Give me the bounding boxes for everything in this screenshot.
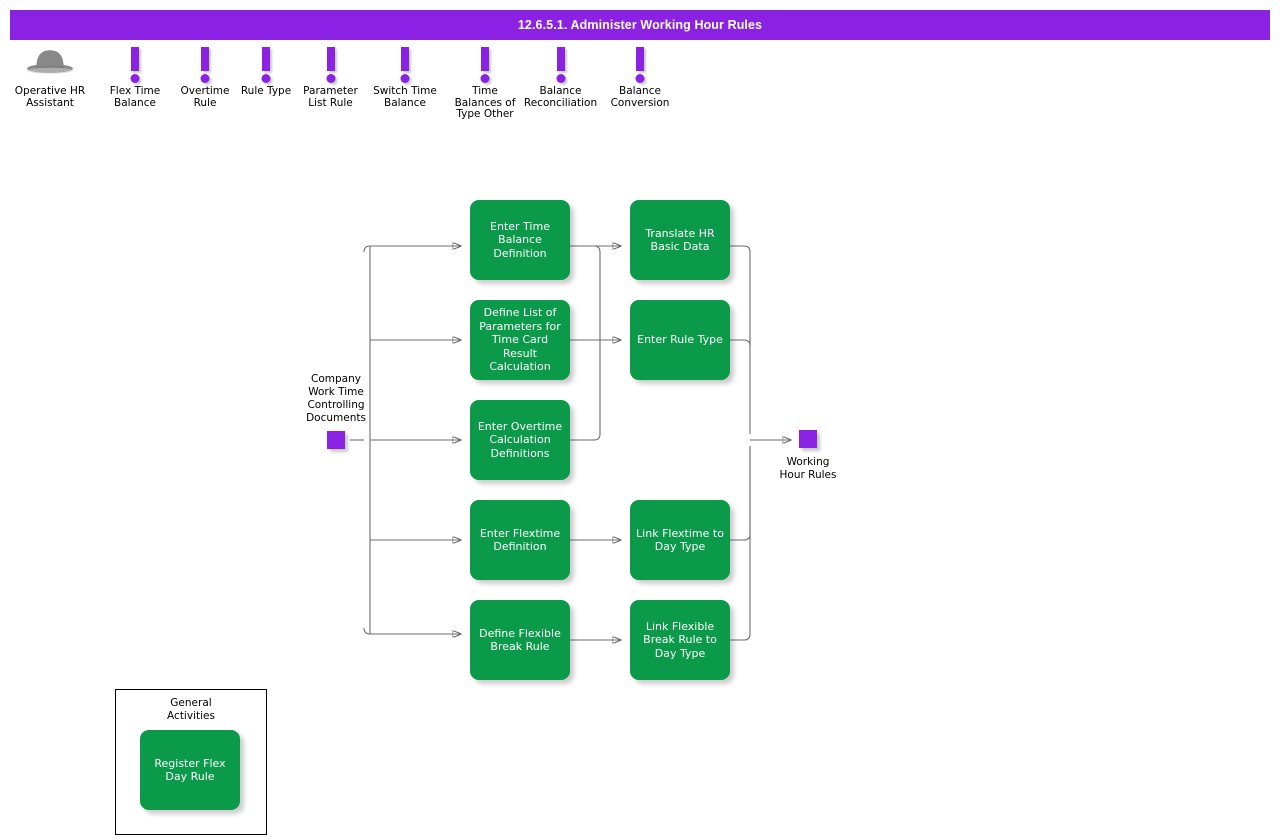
legend-item-operative-hr-assistant[interactable]: Operative HR Assistant (11, 44, 89, 109)
activity-enter-overtime-calculation-definitions[interactable]: Enter Overtime Calculation Definitions (470, 400, 570, 480)
legend-item-label: Time Balances of Type Other (454, 85, 516, 121)
title-bar: 12.6.5.1. Administer Working Hour Rules (10, 10, 1270, 40)
exclamation-icon (521, 44, 600, 86)
legend-item-label: Switch Time Balance (373, 85, 437, 109)
activity-link-flexible-break-rule-to-day-type[interactable]: Link Flexible Break Rule to Day Type (630, 600, 730, 680)
exclamation-icon (601, 44, 679, 86)
activity-label: Register Flex Day Rule (154, 756, 226, 783)
legend-item-label: Overtime Rule (180, 85, 230, 109)
legend-row: Operative HR Assistant Flex Time Balance… (0, 44, 1280, 136)
activity-enter-rule-type[interactable]: Enter Rule Type (630, 300, 730, 380)
exclamation-icon (365, 44, 445, 86)
exclamation-icon (297, 44, 364, 86)
page-title: 12.6.5.1. Administer Working Hour Rules (517, 18, 763, 32)
exclamation-icon (175, 44, 235, 86)
activity-enter-time-balance-definition[interactable]: Enter Time Balance Definition (470, 200, 570, 280)
activity-enter-flextime-definition[interactable]: Enter Flextime Definition (470, 500, 570, 580)
activity-label: Enter Rule Type (637, 333, 723, 347)
activity-label: Enter Overtime Calculation Definitions (477, 419, 563, 460)
legend-item-label: Parameter List Rule (303, 85, 358, 109)
legend-item-time-balances-of-type-other[interactable]: Time Balances of Type Other (447, 44, 523, 121)
legend-item-label: Balance Reconciliation (523, 85, 598, 109)
activity-label: Enter Flextime Definition (479, 526, 561, 553)
legend-item-balance-reconciliation[interactable]: Balance Reconciliation (521, 44, 600, 109)
legend-item-flex-time-balance[interactable]: Flex Time Balance (99, 44, 171, 109)
data-object-label: Company Work Time Controlling Documents (306, 373, 366, 424)
data-object-label: Working Hour Rules (779, 456, 837, 481)
legend-item-switch-time-balance[interactable]: Switch Time Balance (365, 44, 445, 109)
exclamation-icon (447, 44, 523, 86)
legend-item-balance-conversion[interactable]: Balance Conversion (601, 44, 679, 109)
data-object-working-hour-rules[interactable]: Working Hour Rules (758, 430, 858, 488)
activity-label: Link Flextime to Day Type (636, 526, 724, 553)
purple-square-icon (327, 431, 345, 449)
activity-label: Translate HR Basic Data (645, 226, 715, 253)
activity-register-flex-day-rule[interactable]: Register Flex Day Rule (140, 730, 240, 810)
activity-translate-hr-basic-data[interactable]: Translate HR Basic Data (630, 200, 730, 280)
activity-label: Define List of Parameters for Time Card … (479, 306, 561, 374)
activity-label: Define Flexible Break Rule (479, 626, 561, 653)
data-object-company-work-time-controlling-documents[interactable]: Company Work Time Controlling Documents (286, 373, 386, 449)
legend-item-overtime-rule[interactable]: Overtime Rule (175, 44, 235, 109)
legend-item-label: Operative HR Assistant (14, 85, 86, 109)
activity-label: Link Flexible Break Rule to Day Type (643, 619, 717, 660)
exclamation-icon (236, 44, 296, 86)
legend-item-parameter-list-rule[interactable]: Parameter List Rule (297, 44, 364, 109)
legend-item-label: Rule Type (240, 85, 292, 97)
exclamation-icon (99, 44, 171, 86)
general-activities-frame: General Activities Register Flex Day Rul… (115, 689, 267, 835)
legend-item-label: Balance Conversion (610, 85, 670, 109)
activity-label: Enter Time Balance Definition (490, 219, 550, 260)
bowler-hat-icon (11, 44, 89, 86)
general-activities-title: General Activities (167, 697, 215, 722)
activity-define-flexible-break-rule[interactable]: Define Flexible Break Rule (470, 600, 570, 680)
legend-item-rule-type[interactable]: Rule Type (236, 44, 296, 98)
purple-square-icon (799, 430, 817, 448)
legend-item-label: Flex Time Balance (109, 85, 161, 109)
activity-link-flextime-to-day-type[interactable]: Link Flextime to Day Type (630, 500, 730, 580)
activity-define-list-of-parameters-for-time-card-result-calculation[interactable]: Define List of Parameters for Time Card … (470, 300, 570, 380)
